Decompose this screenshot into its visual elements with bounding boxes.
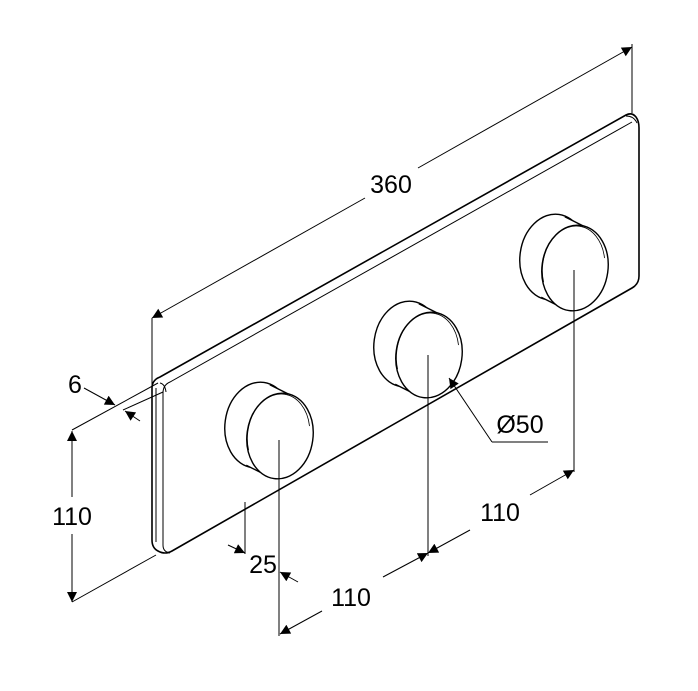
dimension-label-spacing-1: 110 — [331, 584, 371, 612]
knobs — [224, 213, 609, 480]
dimension-label-knob-depth: 25 — [249, 551, 277, 579]
dimension-knob-depth: 25 — [227, 502, 299, 583]
dimension-spacing-1: 110 — [278, 355, 429, 636]
dimension-thickness: 6 — [68, 371, 164, 431]
dimension-label-height: 110 — [52, 503, 92, 531]
dimension-length: 360 — [151, 44, 633, 388]
knob-2 — [373, 300, 463, 399]
dimension-height: 110 — [52, 431, 157, 603]
dimension-spacing-2: 110 — [427, 270, 575, 554]
dimension-knob-diameter: Ø50 — [448, 377, 548, 443]
knob-3 — [519, 213, 609, 312]
knob-1 — [224, 381, 314, 480]
dimension-label-length: 360 — [370, 171, 412, 199]
plate — [151, 113, 640, 554]
dimension-label-spacing-2: 110 — [480, 499, 520, 527]
dimension-label-knob-diameter: Ø50 — [496, 411, 543, 439]
dimension-label-thickness: 6 — [68, 371, 82, 399]
